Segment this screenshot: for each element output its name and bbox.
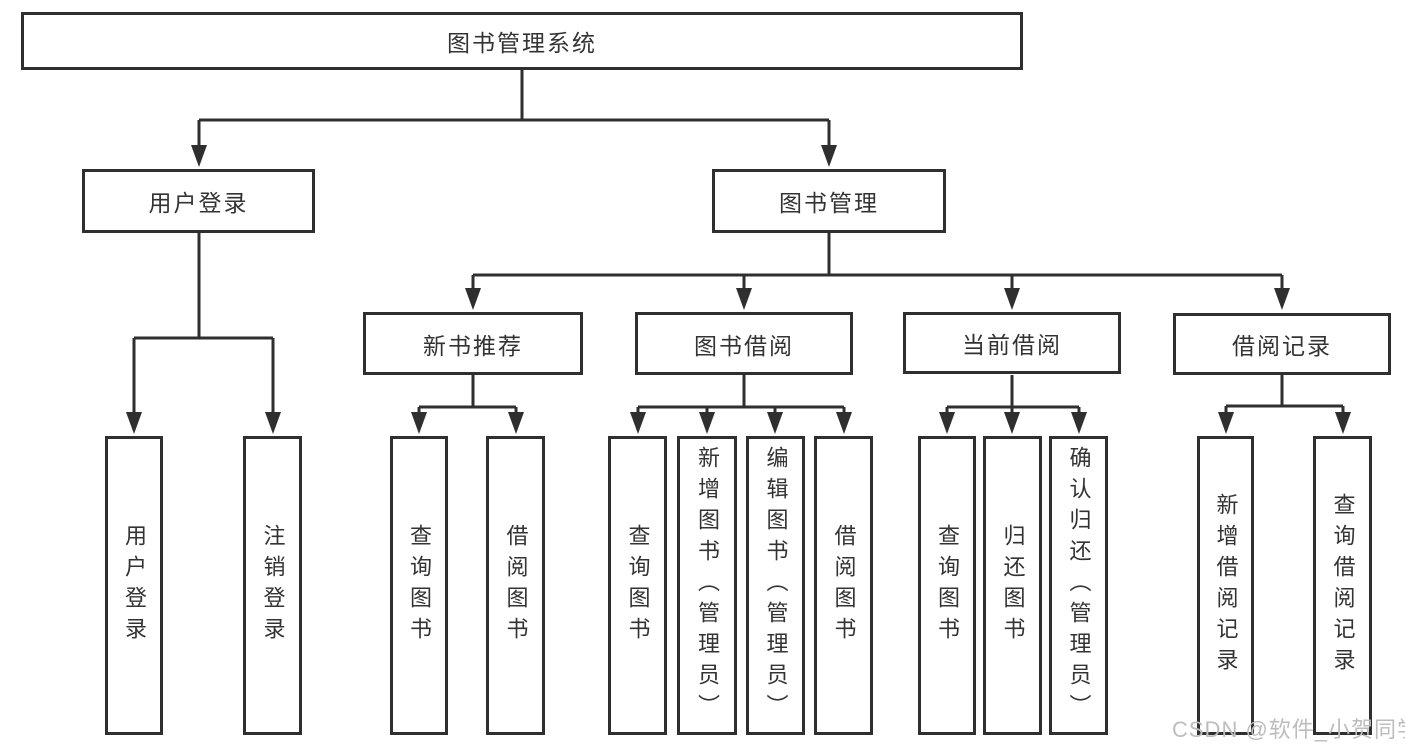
arrowhead-down-icon: [736, 288, 752, 310]
node-current-borrow-label: 当前借阅: [962, 332, 1062, 358]
connector-shafts: [132, 70, 1345, 414]
connector-bookmgmt-to-level3: [471, 233, 1284, 290]
node-borrow-records-label: 借阅记录: [1232, 333, 1332, 359]
arrowhead-down-icon: [411, 412, 427, 434]
arrowhead-down-icon: [1071, 412, 1087, 434]
leaf-user-login-label: 用户登录: [122, 523, 147, 648]
leaf-add-borrow-record-label: 新增借阅记录: [1213, 492, 1239, 679]
connector-currentborrow-to-leaves: [945, 375, 1081, 414]
arrowhead-down-icon: [699, 412, 715, 434]
node-book-borrow-label: 图书借阅: [694, 332, 794, 359]
leaf-borrow-books-1: 借阅图书: [486, 436, 545, 735]
leaf-query-books-2: 查询图书: [608, 436, 667, 735]
node-borrow-records: 借阅记录: [1173, 313, 1391, 375]
arrowhead-down-icon: [508, 412, 524, 434]
arrowhead-down-icon: [265, 412, 281, 434]
connector-newbook-to-leaves: [417, 375, 518, 414]
leaf-add-borrow-record: 新增借阅记录: [1197, 436, 1254, 735]
leaf-user-login: 用户登录: [105, 436, 163, 735]
leaf-borrow-books-2: 借阅图书: [814, 436, 873, 735]
leaf-borrow-books-2-label: 借阅图书: [831, 523, 857, 648]
csdn-watermark: CSDN @软件_小贺同学: [1172, 717, 1405, 742]
arrowhead-down-icon: [939, 412, 955, 434]
leaf-query-books-3: 查询图书: [918, 436, 976, 735]
leaf-query-books-3-label: 查询图书: [935, 523, 960, 648]
node-user-login: 用户登录: [82, 169, 315, 233]
arrowhead-down-icon: [836, 412, 852, 434]
arrowhead-down-icon: [1004, 412, 1020, 434]
node-book-management: 图书管理: [712, 169, 946, 233]
leaf-query-borrow-record: 查询借阅记录: [1313, 436, 1372, 735]
node-library-system-label: 图书管理系统: [447, 30, 597, 56]
connector-userlogin-to-leaves: [132, 233, 275, 414]
leaf-edit-book-admin: 编辑图书（管理员）: [746, 436, 805, 735]
connector-bookborrow-to-leaves: [636, 375, 846, 414]
arrowhead-down-icon: [1218, 412, 1234, 434]
node-book-borrow: 图书借阅: [635, 312, 853, 375]
leaf-query-books-1-label: 查询图书: [407, 523, 432, 648]
arrowhead-down-icon: [1004, 288, 1020, 310]
leaf-add-book-admin: 新增图书（管理员）: [677, 436, 737, 735]
arrowhead-down-icon: [821, 145, 837, 167]
leaf-logout: 注销登录: [243, 436, 302, 735]
node-new-book-recommend: 新书推荐: [363, 312, 583, 375]
arrowhead-down-icon: [1335, 412, 1351, 434]
leaf-confirm-return-admin-label: 确认归还（管理员）: [1066, 446, 1092, 725]
leaf-query-books-2-label: 查询图书: [625, 523, 651, 648]
leaf-confirm-return-admin: 确认归还（管理员）: [1049, 436, 1108, 735]
arrowhead-down-icon: [1274, 288, 1290, 310]
arrowhead-down-icon: [465, 288, 481, 310]
arrowhead-down-icon: [191, 145, 207, 167]
node-user-login-label: 用户登录: [148, 190, 249, 216]
leaf-return-book-label: 归还图书: [1000, 523, 1026, 648]
arrowhead-down-icon: [126, 412, 142, 434]
leaf-query-borrow-record-label: 查询借阅记录: [1330, 492, 1356, 679]
node-book-management-label: 图书管理: [779, 190, 879, 216]
connector-borrowrecord-to-leaves: [1224, 375, 1345, 414]
leaf-logout-label: 注销登录: [260, 523, 286, 648]
connector-root-to-level2: [197, 70, 831, 148]
leaf-edit-book-admin-label: 编辑图书（管理员）: [763, 446, 789, 725]
node-current-borrow: 当前借阅: [903, 312, 1121, 374]
leaf-return-book: 归还图书: [983, 436, 1042, 735]
leaf-query-books-1: 查询图书: [390, 436, 448, 735]
node-library-system: 图书管理系统: [21, 12, 1023, 70]
leaf-borrow-books-1-label: 借阅图书: [503, 523, 529, 648]
node-new-book-recommend-label: 新书推荐: [423, 332, 523, 359]
arrowheads: [126, 145, 1351, 434]
arrowhead-down-icon: [630, 412, 646, 434]
leaf-add-book-admin-label: 新增图书（管理员）: [695, 446, 720, 725]
arrowhead-down-icon: [767, 412, 783, 434]
